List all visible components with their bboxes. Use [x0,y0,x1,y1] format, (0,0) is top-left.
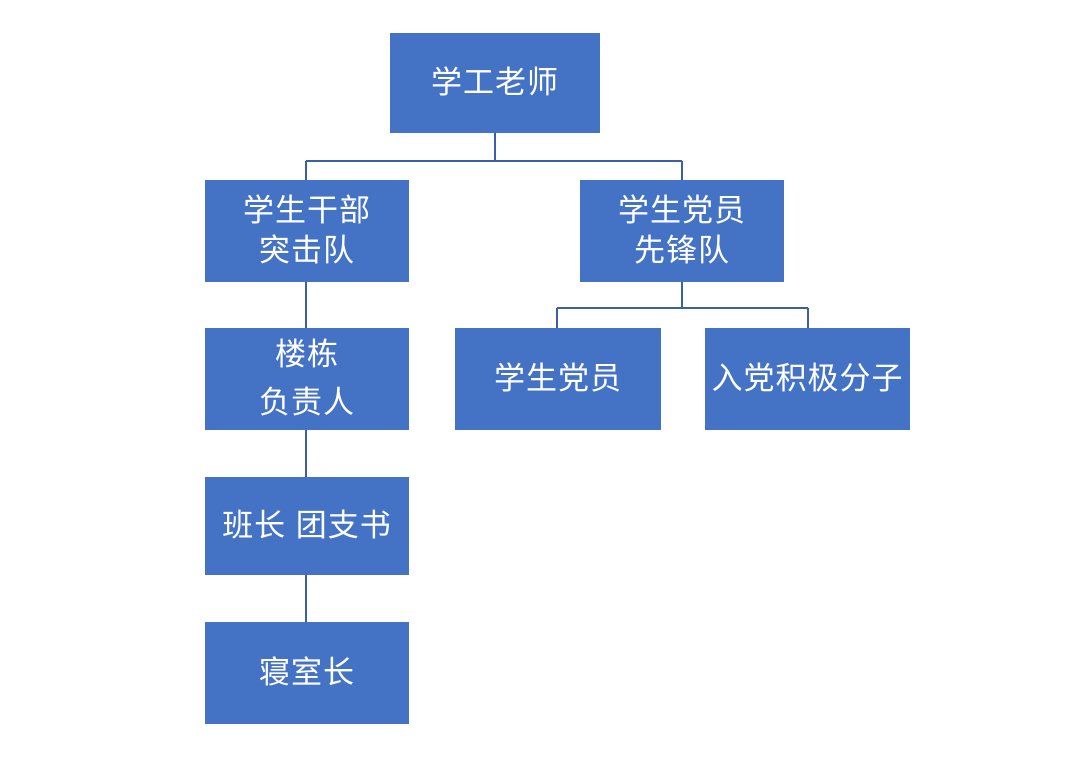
node-qinshizhang[interactable]: 寝室长 [205,622,409,724]
node-xuesheng-ganbu-tujidui[interactable]: 学生干部 突击队 [205,180,409,282]
node-label-line: 学生党员 [618,193,746,229]
node-xuegong-laoshi[interactable]: 学工老师 [390,33,600,133]
node-label-line: 楼栋 [275,336,339,372]
node-label-line: 入党积极分子 [711,361,904,397]
node-label-line: 寝室长 [259,655,355,691]
node-banzhang-tuanzhishu[interactable]: 班长 团支书 [205,477,409,575]
node-label-line: 学生干部 [243,193,371,229]
node-label-line: 负责人 [259,385,355,420]
node-label-line: 班长 团支书 [222,508,392,544]
node-label-line: 学生党员 [494,361,622,397]
node-label-line: 先锋队 [634,233,730,268]
node-label-line: 突击队 [259,233,355,268]
node-label-line: 学工老师 [431,65,559,101]
node-xuesheng-dangyuan-xianfengdui[interactable]: 学生党员 先锋队 [580,180,784,282]
node-xuesheng-dangyuan[interactable]: 学生党员 [455,328,661,430]
node-loudong-fuzeren[interactable]: 楼栋 负责人 [205,328,409,430]
node-rudang-jijifenzi[interactable]: 入党积极分子 [705,328,910,430]
